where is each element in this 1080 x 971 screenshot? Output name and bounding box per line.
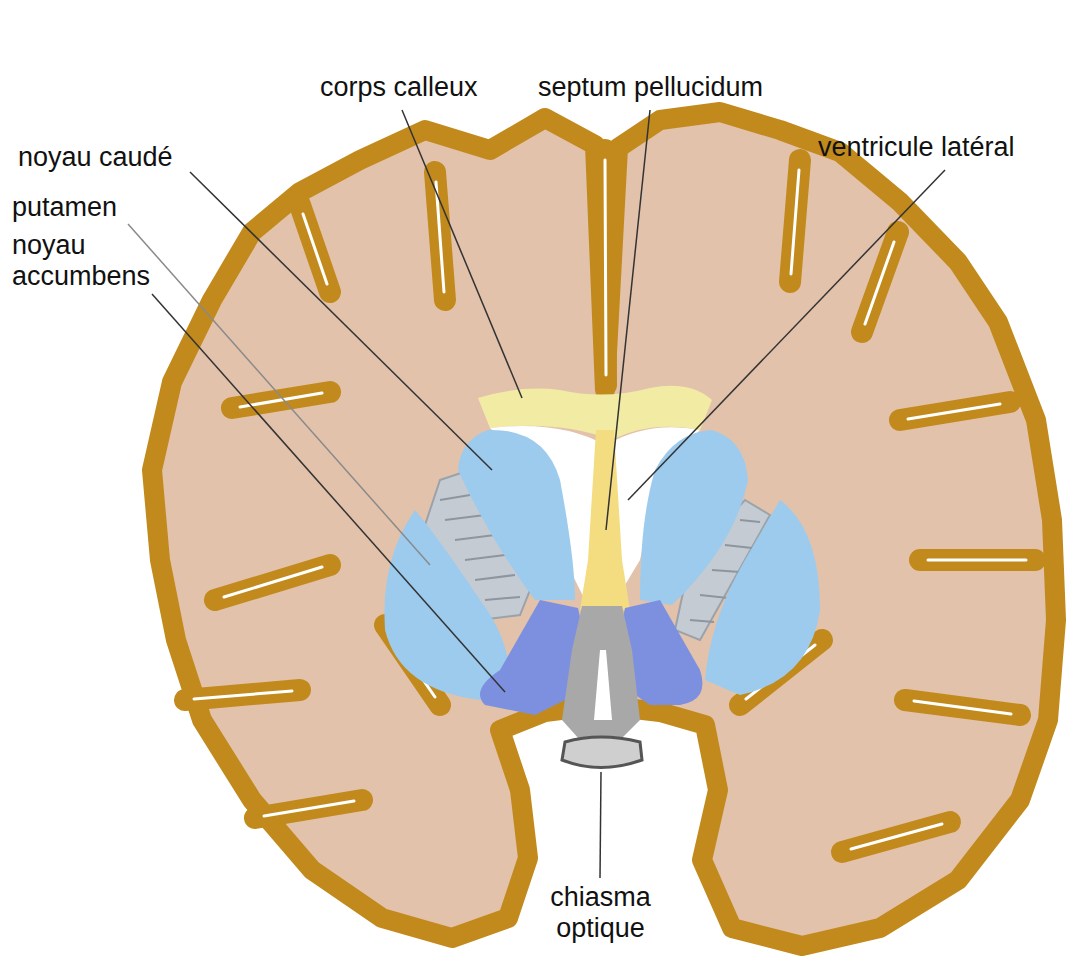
sulcus-gap (194, 160, 1026, 849)
leader-line (190, 172, 492, 470)
structure-label: septum pellucidum (538, 72, 763, 103)
structure-label: putamen (12, 192, 117, 223)
putamen (384, 510, 510, 700)
caudate-nucleus (458, 430, 575, 600)
leader-lines (128, 110, 945, 878)
putamen (705, 500, 820, 695)
leader-line (402, 110, 522, 398)
structure-label: ventricule latéral (818, 132, 1015, 163)
caudate-nucleus (640, 430, 748, 605)
leader-line (600, 772, 601, 878)
septal-region (562, 606, 640, 740)
brain-outline (152, 112, 1056, 946)
structure-label: noyau caudé (18, 142, 173, 173)
optic-chiasm (562, 737, 642, 768)
leader-line (606, 110, 650, 530)
structure-label: noyau accumbens (12, 230, 192, 292)
third-ventricle (594, 650, 612, 720)
structure-label: corps calleux (320, 72, 478, 103)
structure-label: chiasma optique (533, 882, 668, 944)
septum-pellucidum (580, 430, 630, 610)
leader-line (628, 170, 945, 500)
leader-line (128, 224, 430, 565)
sulcus-band (185, 150, 1035, 852)
leader-line (152, 294, 505, 692)
sulci (185, 150, 1035, 852)
